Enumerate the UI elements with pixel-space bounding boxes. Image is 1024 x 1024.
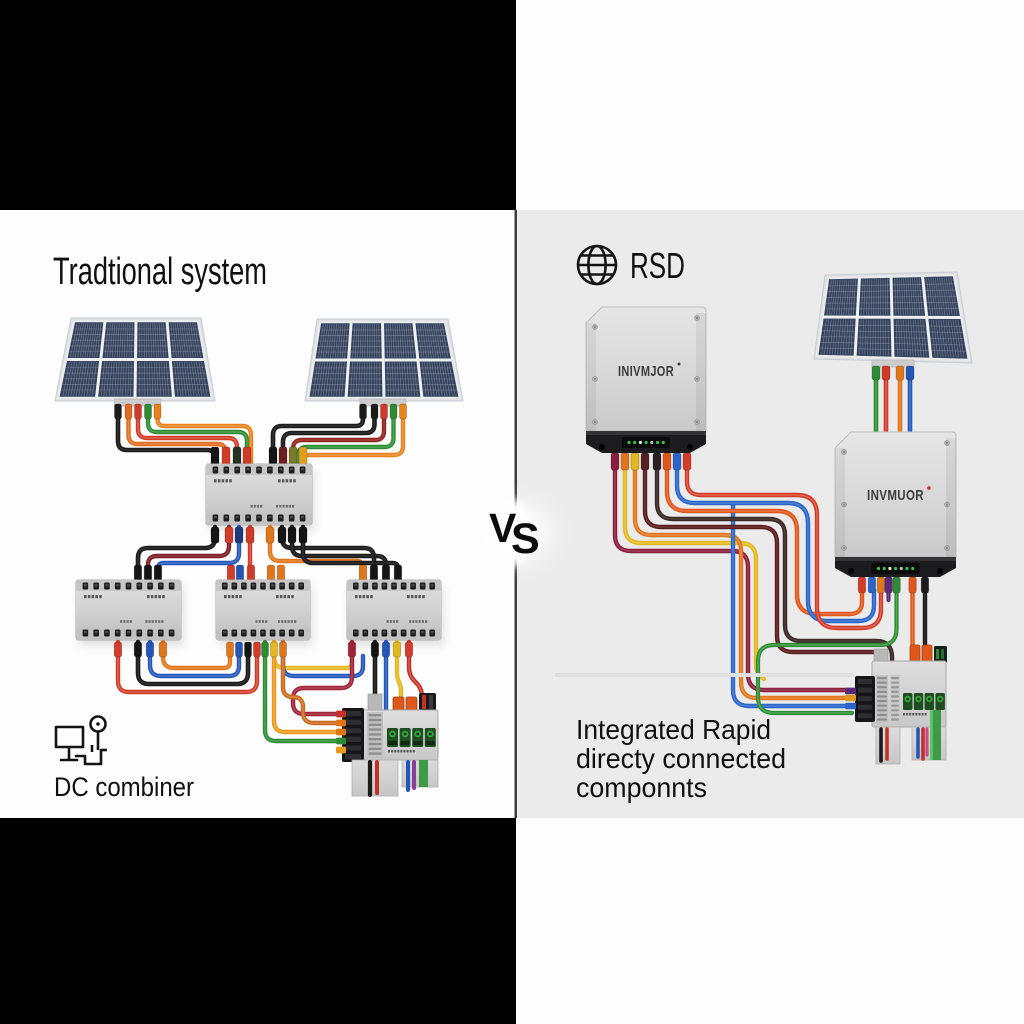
svg-text:V: V — [489, 505, 517, 551]
svg-text:componnts: componnts — [576, 772, 707, 803]
svg-text:DC combiner: DC combiner — [54, 772, 194, 802]
svg-text:Tradtional system: Tradtional system — [53, 251, 267, 293]
svg-text:Integrated Rapid: Integrated Rapid — [576, 714, 771, 745]
svg-text:S: S — [511, 515, 540, 563]
svg-text:RSD: RSD — [630, 245, 685, 286]
svg-text:directy connected: directy connected — [576, 743, 786, 774]
svg-text:INVMUOR: INVMUOR — [867, 487, 924, 504]
svg-text:INIVMJOR: INIVMJOR — [618, 363, 674, 380]
